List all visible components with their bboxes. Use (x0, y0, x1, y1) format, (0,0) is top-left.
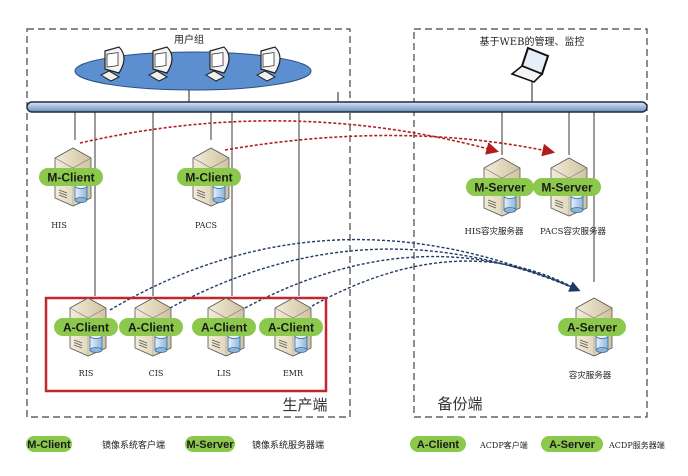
badge: M-Server (474, 181, 526, 195)
web-mgmt-label: 基于WEB的管理、监控 (480, 35, 585, 48)
server-label: LIS (217, 369, 231, 378)
server-pacs[interactable]: M-Client PACS (177, 147, 241, 230)
legend: M-Client 镜像系统客户端 M-Server 镜像系统服务器端 A-Cli… (26, 436, 665, 452)
legend-item: M-Client 镜像系统客户端 (26, 436, 165, 452)
backup-zone-label: 备份端 (437, 395, 482, 413)
server-label: 容灾服务器 (569, 370, 612, 381)
svg-text:A-Client: A-Client (417, 439, 460, 451)
server-emr[interactable]: A-Client EMR (259, 297, 323, 378)
server-cis[interactable]: A-Client CIS (119, 297, 183, 378)
server-label: PACS容灾服务器 (540, 226, 606, 237)
badge: A-Client (201, 321, 247, 335)
server-label: HIS (51, 221, 67, 230)
user-group-label: 用户组 (174, 33, 204, 46)
legend-item: A-Client ACDP客户端 (410, 436, 528, 452)
badge: M-Client (185, 171, 232, 185)
badge: A-Client (268, 321, 314, 335)
svg-text:镜像系统客户端: 镜像系统客户端 (102, 439, 165, 451)
production-zone-box (26, 28, 351, 418)
svg-text:ACDP客户端: ACDP客户端 (479, 440, 528, 450)
laptop-icon (510, 46, 550, 83)
server-pacs-dr[interactable]: M-Server PACS容灾服务器 (533, 157, 606, 237)
server-ris[interactable]: A-Client RIS (54, 297, 118, 378)
legend-item: A-Server ACDP服务器端 (541, 436, 665, 452)
mirror-arrow-pacs (224, 134, 556, 157)
server-label: RIS (79, 369, 94, 378)
svg-text:镜像系统服务器端: 镜像系统服务器端 (252, 439, 324, 451)
badge: M-Server (541, 181, 593, 195)
server-label: CIS (149, 369, 164, 378)
connection-lines (74, 112, 595, 296)
server-dr[interactable]: A-Server 容灾服务器 (558, 297, 626, 381)
mirror-arrow-his (79, 120, 500, 155)
network-bus (26, 101, 648, 113)
legend-item: M-Server 镜像系统服务器端 (185, 436, 324, 452)
production-systems-box (44, 296, 328, 393)
server-his-dr[interactable]: M-Server HIS容灾服务器 (464, 157, 534, 237)
server-lis[interactable]: A-Client LIS (192, 297, 256, 378)
production-zone-label: 生产端 (282, 396, 327, 414)
user-group-ellipse (74, 51, 312, 91)
svg-text:M-Server: M-Server (186, 439, 234, 451)
server-label: PACS (195, 221, 217, 230)
badge: A-Server (567, 321, 617, 335)
svg-text:A-Server: A-Server (549, 439, 596, 451)
badge: A-Client (128, 321, 174, 335)
badge: A-Client (63, 321, 109, 335)
badge: M-Client (47, 171, 94, 185)
server-label: HIS容灾服务器 (464, 226, 524, 237)
server-label: EMR (283, 369, 304, 378)
svg-text:ACDP服务器端: ACDP服务器端 (608, 440, 665, 450)
acdp-arrows (109, 238, 581, 311)
svg-text:M-Client: M-Client (27, 439, 71, 451)
server-his[interactable]: M-Client HIS (39, 147, 103, 230)
backup-zone-box (413, 28, 648, 418)
